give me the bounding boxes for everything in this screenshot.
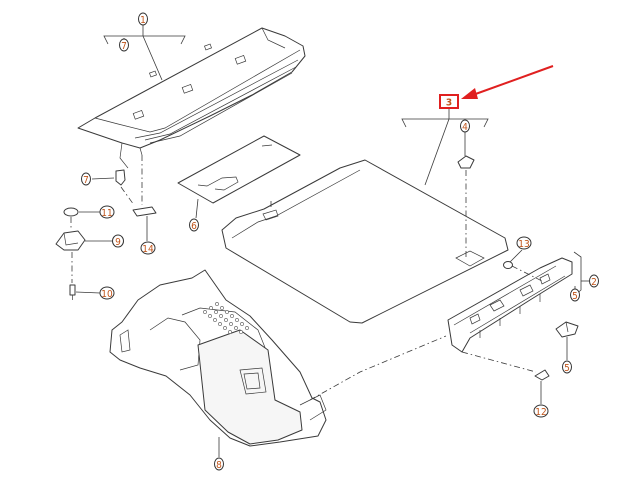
vent-holes [203, 302, 249, 334]
callout-9: 9 [115, 237, 121, 248]
part-12-clip [534, 369, 550, 381]
callout-8: 8 [216, 460, 222, 471]
callout-11: 11 [101, 208, 112, 219]
callout-bubbles [81, 12, 599, 471]
callout-5-upper: 5 [572, 291, 578, 302]
assembly-lines [70, 155, 545, 401]
callout-1: 1 [140, 15, 146, 26]
part-13-clip [503, 261, 513, 269]
clip-parts [55, 155, 579, 381]
trunk-floor-panel [221, 159, 509, 324]
callout-3: 3 [446, 98, 452, 109]
part-10-bolt [69, 284, 76, 296]
side-trim-panel [109, 269, 327, 447]
floor-mat-insert [177, 135, 301, 204]
callout-labels: 1 2 3 4 5 5 6 7 7 8 9 10 11 12 13 14 [83, 15, 597, 471]
callout-4: 4 [462, 122, 468, 133]
callout-7-top: 7 [121, 41, 127, 52]
part-4-clip [457, 155, 475, 169]
callout-6: 6 [191, 221, 197, 232]
part-14-block [132, 206, 157, 217]
rear-sill-trim [447, 257, 573, 353]
part-11-button [63, 207, 79, 217]
part-5-clip [555, 321, 579, 338]
callout-10: 10 [101, 289, 113, 300]
highlight-box-3 [439, 94, 459, 109]
red-pointer-arrow [461, 65, 554, 99]
callout-7-left: 7 [83, 175, 89, 186]
callout-5-lower: 5 [564, 363, 570, 374]
callout-14: 14 [142, 244, 154, 255]
callout-2: 2 [591, 277, 597, 288]
parcel-shelf [77, 27, 306, 169]
part-7-hook [115, 169, 126, 186]
part-9-bracket [55, 230, 86, 251]
callout-13: 13 [518, 239, 529, 250]
callout-12: 12 [535, 407, 546, 418]
